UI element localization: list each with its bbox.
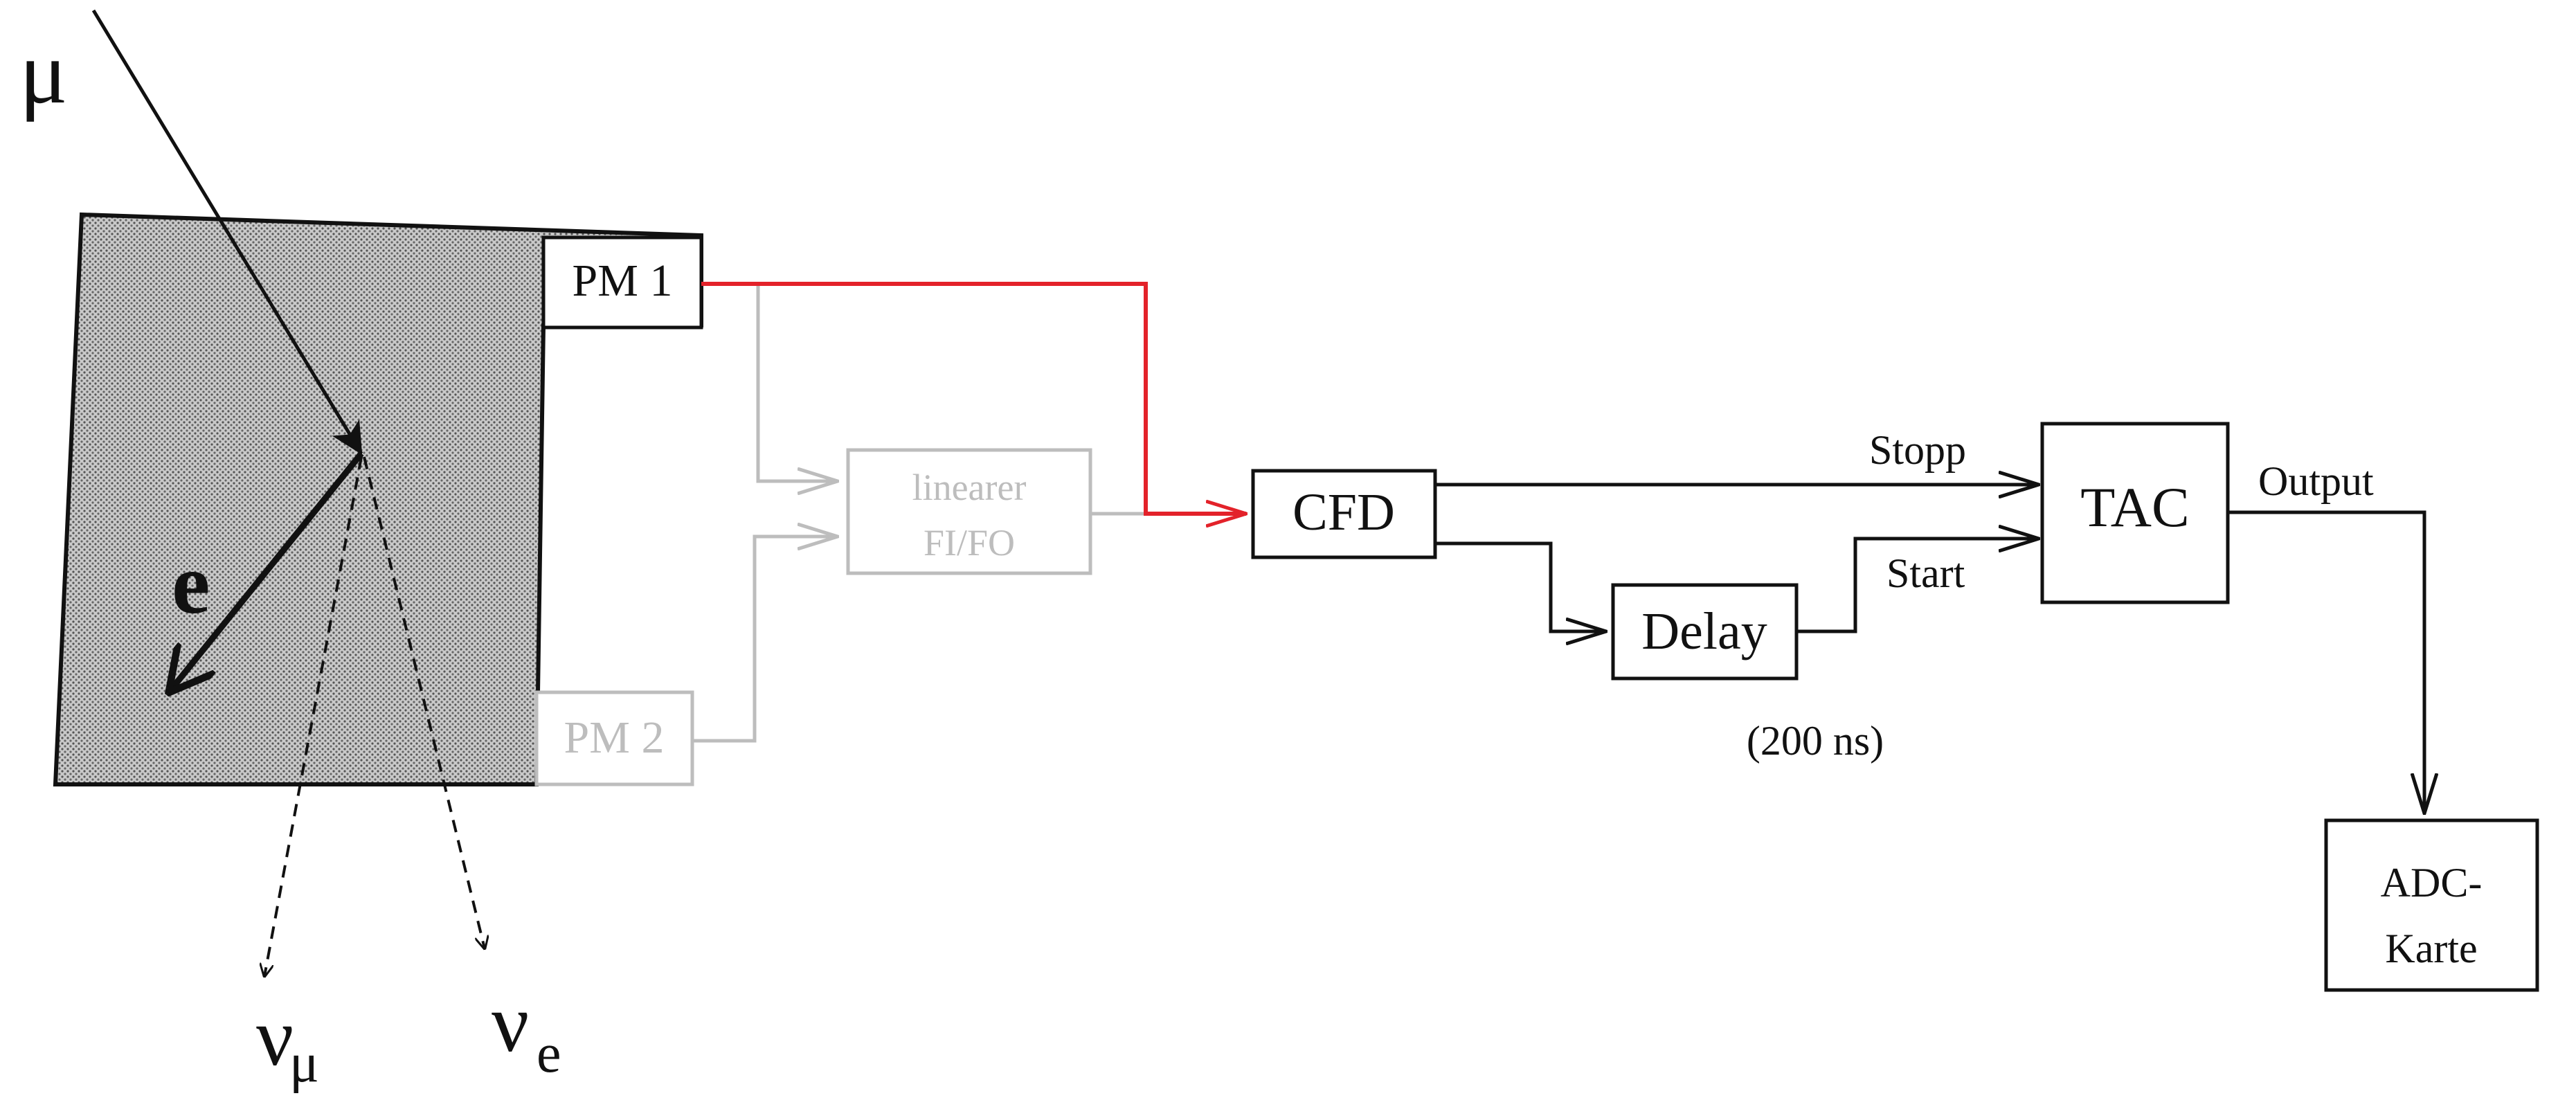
- fifo-box: [846, 448, 1092, 575]
- nu-e-subscript: e: [537, 1023, 561, 1084]
- tac-to-adc-wire: [2228, 510, 2424, 813]
- nu-mu-symbol: ν: [256, 991, 294, 1083]
- start-label: Start: [1886, 550, 1965, 596]
- muon-track: [91, 9, 363, 455]
- nu-mu-track: [264, 456, 363, 976]
- cfd-to-delay-wire: [1435, 541, 1606, 631]
- pm1-to-fifo-wire: [701, 282, 838, 481]
- tac-box: [2040, 422, 2230, 604]
- delay-box: [1611, 583, 1799, 681]
- pm2-box: [534, 690, 694, 786]
- pm2-label: PM 2: [564, 712, 665, 763]
- nu-mu-label: ν μ: [256, 991, 319, 1094]
- nu-e-label: ν e: [492, 977, 561, 1084]
- delay-to-tac-start-wire: [1796, 539, 2039, 633]
- cfd-label: CFD: [1292, 483, 1395, 541]
- nu-e-track: [363, 456, 485, 948]
- pm1-to-cfd-wire: [701, 282, 1246, 514]
- muon-label: μ: [19, 23, 68, 123]
- delay-value: (200 ns): [1747, 718, 1884, 764]
- output-label: Output: [2258, 458, 2374, 504]
- electron-label: e: [172, 537, 210, 632]
- tac-label: TAC: [2080, 476, 2189, 539]
- nu-e-symbol: ν: [492, 977, 529, 1069]
- nu-mu-subscript: μ: [289, 1033, 319, 1094]
- adc-label-line1: ADC-: [2381, 860, 2483, 906]
- fifo-label-line1: linearer: [912, 467, 1027, 508]
- delay-label: Delay: [1641, 602, 1767, 660]
- adc-box: [2324, 818, 2539, 992]
- pm1-label: PM 1: [573, 255, 673, 306]
- cfd-box: [1251, 469, 1437, 559]
- stopp-label: Stopp: [1869, 427, 1966, 473]
- pm2-to-fifo-wire: [692, 537, 838, 743]
- fifo-label-line2: FI/FO: [924, 522, 1015, 564]
- electron-track: [172, 451, 364, 689]
- adc-label-line2: Karte: [2385, 926, 2477, 971]
- pm1-box: [541, 235, 703, 330]
